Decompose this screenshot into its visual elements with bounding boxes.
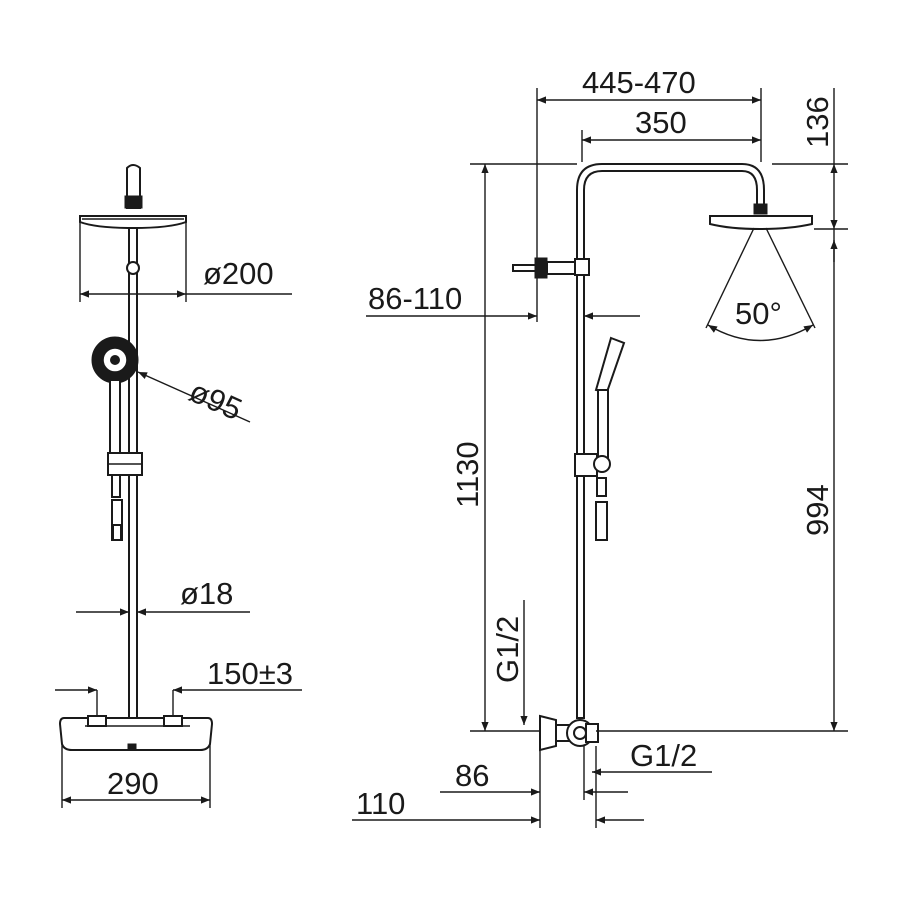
dim-mixer-depth-110: 110 <box>356 786 405 821</box>
dim-wall-bracket-distance: 86-110 <box>368 281 462 316</box>
side-mixer-body <box>539 714 557 752</box>
dim-inlet-thread-right: G1/2 <box>630 738 697 773</box>
front-view: ø200 ø95 ø18 150±3 290 <box>55 164 302 808</box>
dim-head-height: 136 <box>800 96 835 148</box>
dim-spray-angle: 50° <box>735 296 782 331</box>
dim-head-diameter: ø200 <box>203 256 274 291</box>
dim-mixer-width: 290 <box>107 766 159 801</box>
dim-total-height: 1130 <box>450 441 485 508</box>
dim-rail-diameter: ø18 <box>180 576 233 611</box>
side-hand-shower <box>594 336 626 394</box>
dim-hand-shower-diameter: ø95 <box>184 373 247 427</box>
side-view: 50° 445-470 350 136 <box>352 65 848 828</box>
wall-bracket <box>512 264 539 272</box>
overhead-shower-connector <box>124 195 143 209</box>
dim-inlet-thread-left: G1/2 <box>490 616 525 683</box>
dim-line-hand-shower <box>137 371 251 423</box>
dim-inlet-spacing: 150±3 <box>207 656 293 691</box>
spray-angle-arc <box>707 324 814 342</box>
side-overhead-head <box>709 215 813 231</box>
dim-arm-length: 350 <box>635 105 687 140</box>
rail-joint <box>126 261 140 275</box>
dim-mixer-depth-86: 86 <box>455 758 489 793</box>
overhead-shower-head <box>79 215 187 230</box>
dim-head-projection: 445-470 <box>582 65 696 100</box>
dim-head-to-inlet-height: 994 <box>800 484 835 536</box>
